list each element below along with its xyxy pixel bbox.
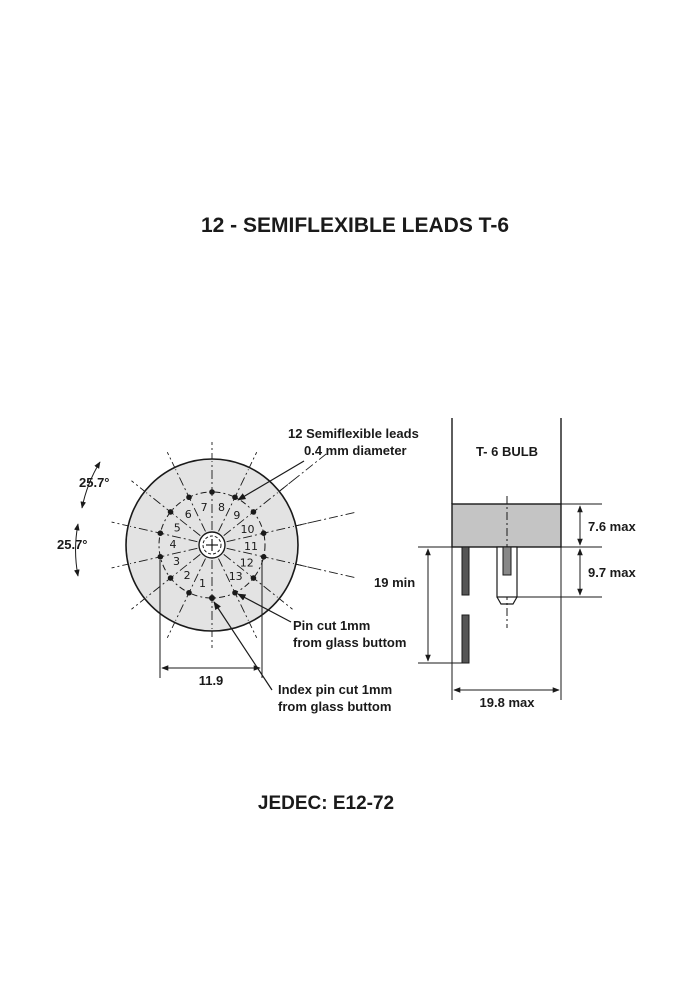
pin: [260, 553, 267, 560]
radial-line: [223, 554, 278, 598]
radial-line: [223, 492, 278, 536]
width-label: 11.9: [199, 673, 224, 688]
angle-label-bottom: 25.7°: [57, 537, 88, 552]
angle-reference-line: [295, 563, 357, 579]
bulb-label: T- 6 BULB: [476, 444, 538, 459]
pin: [260, 530, 267, 537]
angle-reference-line: [295, 511, 357, 527]
radial-line: [175, 469, 206, 532]
angle-arc-top: [80, 461, 101, 509]
index-pin-leader: [213, 601, 273, 691]
radial-line: [146, 492, 201, 536]
pin-number: 12: [240, 557, 254, 570]
pin-number: 8: [218, 501, 225, 514]
radial-line: [175, 558, 206, 621]
pin-cut-line1: Pin cut 1mm: [293, 618, 370, 633]
pin: [250, 575, 257, 581]
exhaust-tube-inner: [202, 535, 222, 555]
pin-circle: [158, 491, 266, 599]
page-title: 12 - SEMIFLEXIBLE LEADS T-6: [201, 214, 509, 237]
angle-label-top: 25.7°: [79, 475, 110, 490]
pin-number: 11: [244, 540, 258, 553]
lead-lower: [461, 614, 470, 664]
radial-line: [166, 558, 206, 638]
pin-number: 10: [240, 523, 254, 536]
pin: [157, 553, 164, 560]
radial-line: [226, 547, 294, 565]
pin-number: 4: [170, 538, 177, 551]
radial-line: [218, 469, 249, 532]
pin: [167, 575, 174, 581]
pin-number: 2: [184, 569, 191, 582]
jedec-label: JEDEC: E12-72: [258, 793, 394, 814]
radial-lines: [111, 442, 357, 648]
dim-top-label: 7.6 max: [588, 519, 636, 534]
radial-line: [223, 554, 293, 610]
dim-mid-label: 9.7 max: [588, 565, 636, 580]
pin-number: 5: [174, 521, 181, 534]
exhaust-tip-end: [496, 596, 518, 605]
pin-number: 7: [201, 501, 208, 514]
radial-line: [166, 452, 206, 532]
lead-upper: [461, 546, 470, 596]
leads-label-line2: 0.4 mm diameter: [304, 443, 407, 458]
pin: [232, 589, 238, 596]
radial-line: [218, 558, 249, 621]
pin-number: 6: [185, 508, 192, 521]
dim-width-label: 19.8 max: [480, 695, 536, 710]
radial-line: [111, 547, 198, 569]
pin: [209, 489, 215, 495]
lead-center: [502, 546, 512, 576]
pin-cut-leader: [237, 593, 292, 623]
radial-line: [130, 525, 198, 543]
radial-lines-inner: [130, 461, 294, 629]
pin: [186, 494, 192, 501]
pin: [186, 589, 192, 596]
index-pin-line1: Index pin cut 1mm: [278, 682, 392, 697]
radial-line: [130, 547, 198, 565]
index-pin: [209, 595, 215, 601]
angle-reference-line: [278, 452, 328, 492]
index-pin-line2: from glass buttom: [278, 699, 391, 714]
pin: [157, 530, 164, 537]
pins: [157, 489, 267, 601]
leads-leader: [237, 460, 305, 501]
pin: [167, 509, 174, 515]
pin-number: 3: [173, 555, 180, 568]
pin-number: 13: [229, 570, 243, 583]
dim-lead-label: 19 min: [374, 575, 415, 590]
angle-arc-bottom: [74, 523, 80, 577]
pin-number: 1: [199, 577, 206, 590]
radial-line: [226, 525, 294, 543]
leads-label-line1: 12 Semiflexible leads: [288, 426, 419, 441]
side-view: T- 6 BULB 7.6 max 9.7 max 19 min 19.8 ma…: [374, 418, 636, 710]
pin-number: 9: [233, 509, 240, 522]
pin: [250, 509, 257, 515]
radial-line: [146, 554, 201, 598]
radial-line: [111, 521, 198, 543]
pin: [232, 494, 238, 501]
radial-line: [131, 480, 201, 536]
radial-line: [218, 452, 258, 532]
radial-line: [218, 558, 258, 638]
pin-cut-line2: from glass buttom: [293, 635, 406, 650]
radial-line: [131, 554, 201, 610]
